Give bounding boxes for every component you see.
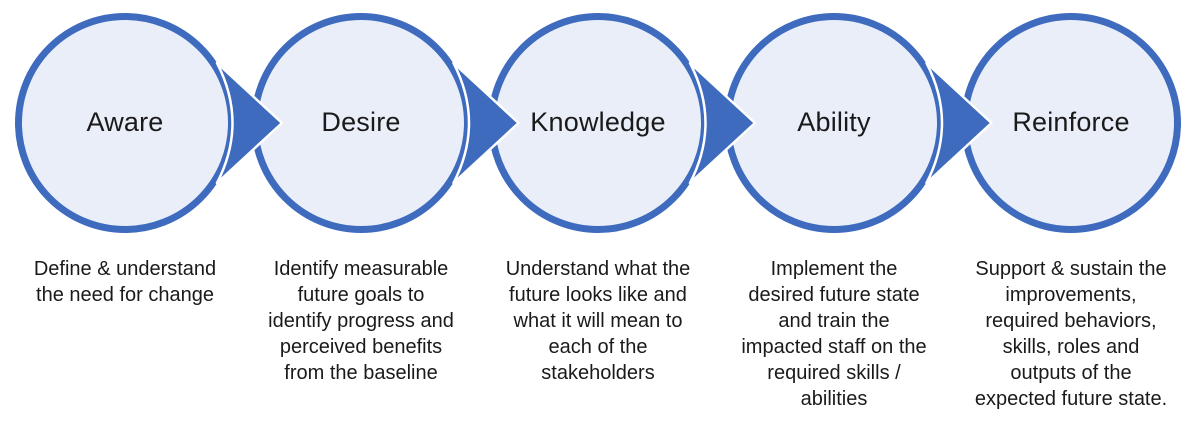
stage-label-ability: Ability <box>797 107 871 138</box>
stage-label-desire: Desire <box>321 107 401 138</box>
stage-description-desire: Identify measurable future goals to iden… <box>268 258 454 384</box>
stage-description-aware: Define & understand the need for change <box>33 258 217 306</box>
stage-circle-reinforce: Reinforce <box>961 13 1181 233</box>
stage-circle-knowledge: Knowledge <box>488 13 708 233</box>
stage-label-aware: Aware <box>86 107 164 138</box>
stage-label-knowledge: Knowledge <box>530 107 666 138</box>
stage-description-knowledge: Understand what the future looks like an… <box>505 258 691 384</box>
stage-circle-ability: Ability <box>724 13 944 233</box>
stage-label-reinforce: Reinforce <box>1012 107 1130 138</box>
stage-description-reinforce: Support & sustain the improvements, requ… <box>974 258 1168 410</box>
stage-circle-desire: Desire <box>251 13 471 233</box>
stage-description-ability: Implement the desired future state and t… <box>741 258 927 410</box>
stage-circle-aware: Aware <box>15 13 235 233</box>
